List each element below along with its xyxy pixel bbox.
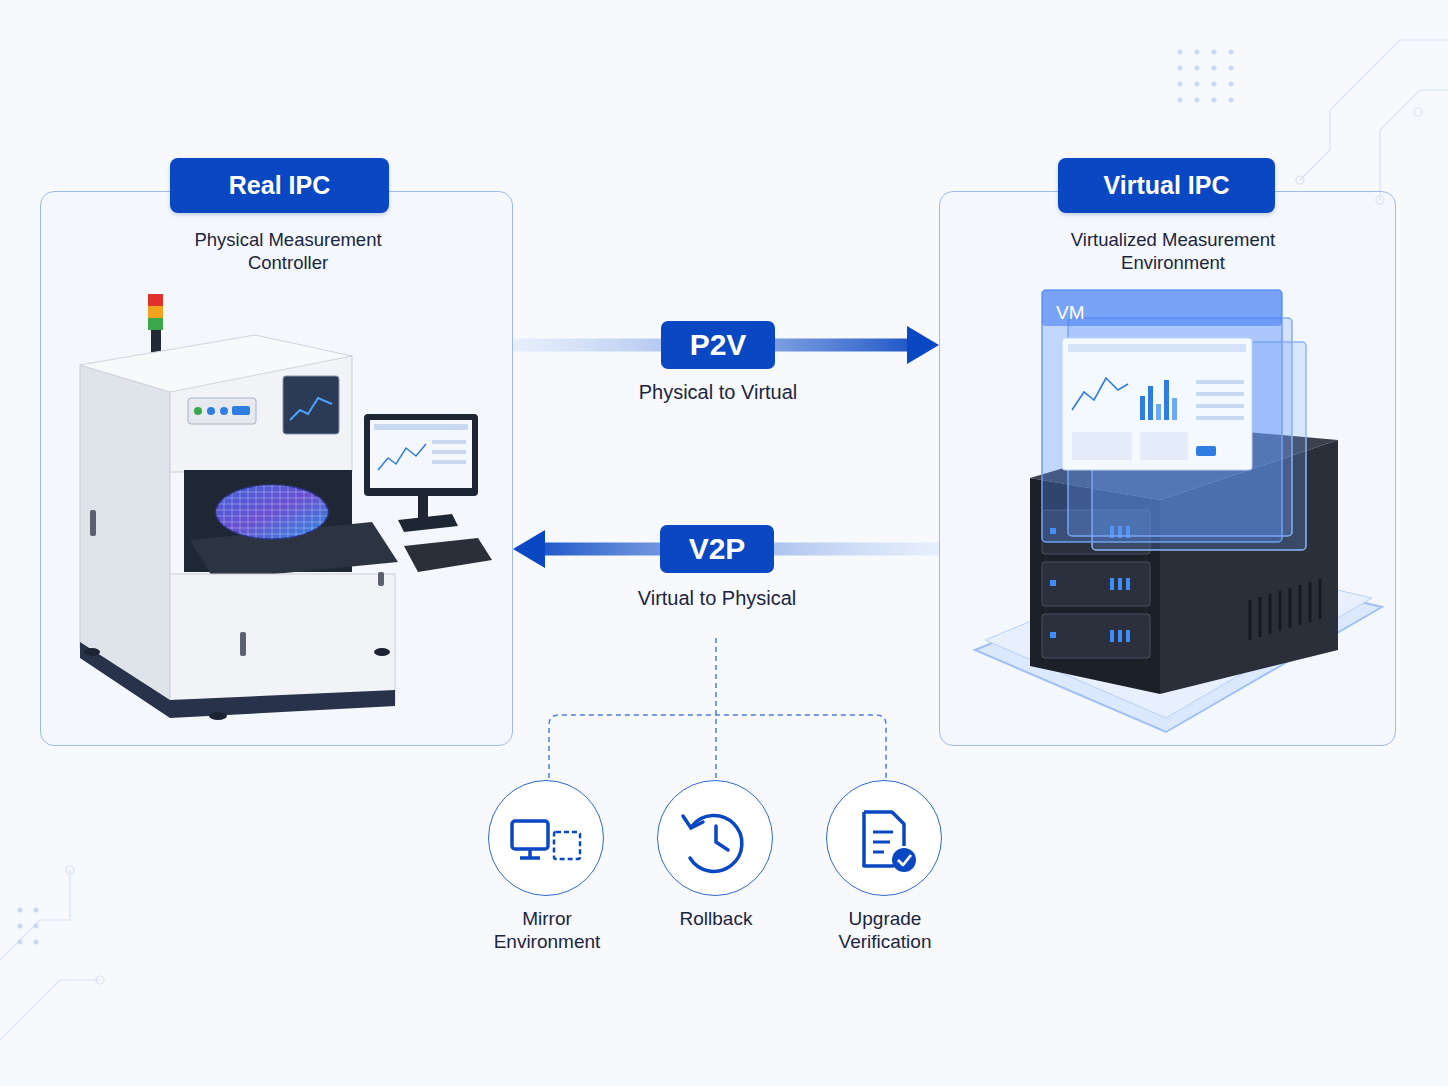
feature-circle: Rollback: [657, 780, 773, 896]
edge-label: V2P: [660, 525, 774, 573]
panel-subtitle: Physical Measurement Controller: [158, 228, 418, 274]
dot-grid: [18, 50, 1234, 945]
flow-arrow: [513, 530, 939, 568]
controller-panel: Real IPCPhysical Measurement Controller: [40, 191, 513, 746]
arrow-head: [513, 530, 545, 568]
arrow-shaft: [541, 543, 939, 556]
rollback-icon: [683, 815, 742, 871]
feature-bracket: [549, 638, 886, 780]
measurement-machine: [80, 294, 492, 720]
feature-caption: Upgrade Verification: [815, 907, 955, 953]
virtual-panel: Virtual IPCVirtualized Measurement Envir…: [939, 191, 1396, 746]
arrow-head: [907, 326, 939, 364]
panel-heading: Virtual IPC: [1058, 158, 1275, 213]
server-illustration: [975, 290, 1382, 732]
mirror-icon: [512, 821, 580, 859]
panel-heading: Real IPC: [170, 158, 389, 213]
upgrade-icon: [864, 812, 916, 872]
edge-label: P2V: [661, 321, 775, 369]
arrow-shaft: [513, 339, 911, 352]
arrow-caption: Virtual to Physical: [617, 586, 817, 610]
flow-arrow: [513, 326, 939, 364]
feature-caption: Rollback: [646, 907, 786, 930]
feature-circle: Upgrade Verification: [826, 780, 942, 896]
feature-caption: Mirror Environment: [477, 907, 617, 953]
circuit-decoration: [0, 40, 1448, 1040]
panel-subtitle: Virtualized Measurement Environment: [1043, 228, 1303, 274]
feature-circle: Mirror Environment: [488, 780, 604, 896]
arrow-caption: Physical to Virtual: [618, 380, 818, 404]
